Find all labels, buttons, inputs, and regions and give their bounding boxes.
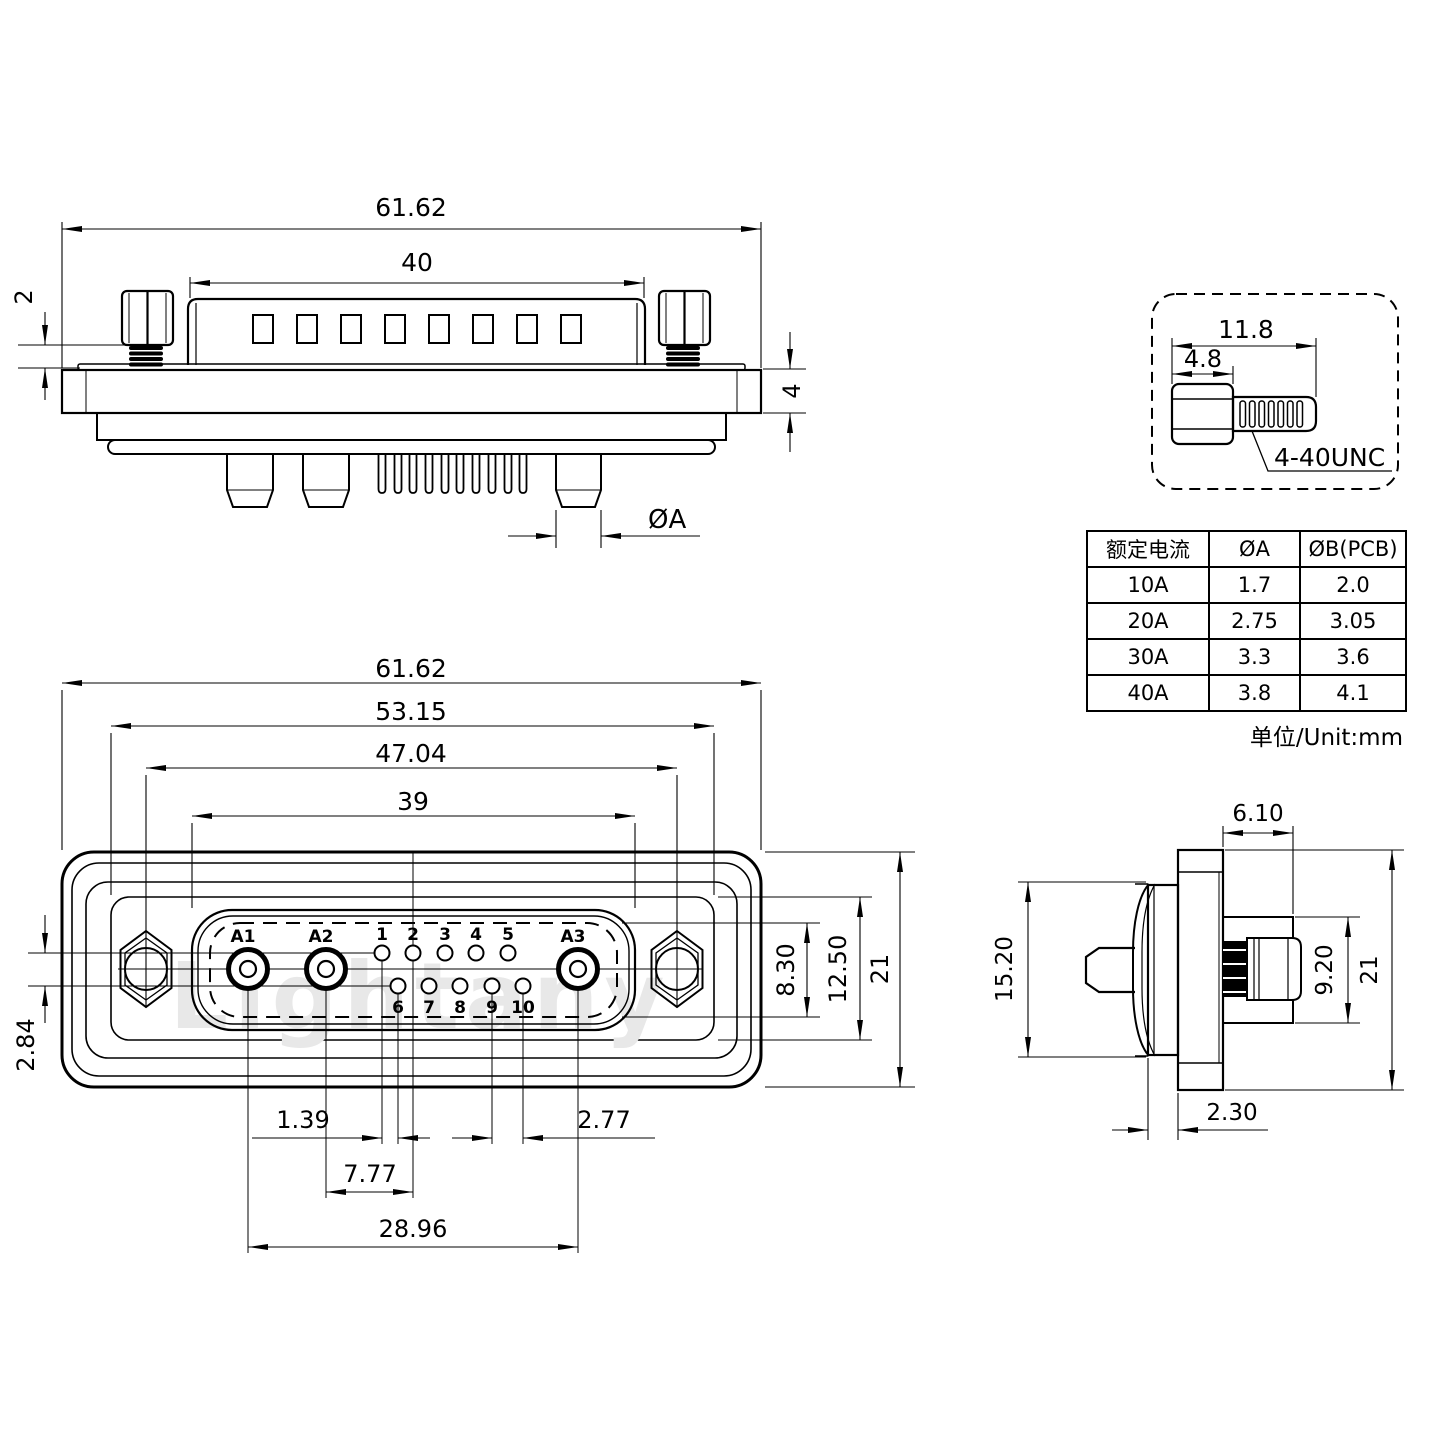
pin-7 <box>420 977 438 995</box>
screw-dim-total-label: 11.8 <box>1218 315 1274 344</box>
side-dim-block-label: 9.20 <box>1312 944 1338 995</box>
header-dia-a: ØA <box>1208 530 1301 568</box>
top-view-dim-overall <box>61 222 762 368</box>
pin-extension-lines <box>247 853 579 1253</box>
pin-label-4: 4 <box>470 925 482 945</box>
pin-8 <box>451 977 469 995</box>
pin-9 <box>483 977 501 995</box>
pin-label-1: 1 <box>376 925 388 945</box>
unit-note: 单位/Unit:mm <box>1249 725 1403 751</box>
front-dim-panelh-label: 12.50 <box>824 935 852 1004</box>
right-jackscrew <box>657 289 712 367</box>
front-dim-overall-label: 61.62 <box>375 654 447 683</box>
top-view-drawing: 61.62 40 2 4 <box>10 193 806 548</box>
header-dia-b: ØB(PCB) <box>1299 530 1407 568</box>
side-view-body <box>1084 848 1302 1092</box>
pin-5 <box>499 944 517 962</box>
current-rating-table: 额定电流 ØA ØB(PCB) 10A 1.7 2.0 20A 2.75 3.0… <box>1086 530 1407 712</box>
side-dim-lip-label: 2.30 <box>1206 1100 1257 1126</box>
top-view-dim-screw-gap <box>18 312 128 400</box>
side-dim-standoff <box>1222 826 1294 914</box>
front-dim-a1a3-label: 28.96 <box>379 1215 448 1243</box>
pin-label-5: 5 <box>502 925 514 945</box>
side-dim-standoff-label: 6.10 <box>1232 801 1283 827</box>
pin-4 <box>467 944 485 962</box>
front-view-right-dims <box>622 851 915 1088</box>
pin-2 <box>404 944 422 962</box>
side-dim-flange-label: 21 <box>1357 955 1383 984</box>
front-dim-rowoffset-label: 2.84 <box>12 1018 40 1071</box>
front-dim-mount-label: 47.04 <box>375 739 447 768</box>
pin-3 <box>436 944 454 962</box>
pin-label-3: 3 <box>439 925 451 945</box>
front-dim-insert-label: 8.30 <box>772 943 800 996</box>
pin-label-10: 10 <box>511 998 535 1018</box>
screw-detail-dims <box>1171 338 1317 397</box>
pin-label-A2: A2 <box>309 927 334 947</box>
thread-spec-leader <box>1251 430 1392 472</box>
front-view-bottom-dims <box>248 1135 655 1250</box>
top-view-dim-pin-dia <box>508 510 700 548</box>
pin-1 <box>373 944 391 962</box>
pin-10 <box>514 977 532 995</box>
front-dim-a2pin2-label: 7.77 <box>343 1160 396 1188</box>
top-dim-pin-dia-label: ØA <box>648 505 686 535</box>
detail-dashed-border <box>1151 293 1399 490</box>
front-view-drawing: 61.62 53.15 47.04 39 Lightany <box>12 654 915 1253</box>
pin-labels: A1 A2 A3 1 2 3 4 5 6 7 8 9 10 <box>231 925 586 1018</box>
pin-label-6: 6 <box>392 998 404 1018</box>
front-pins <box>226 944 600 995</box>
front-dim-pitch-label: 2.77 <box>577 1106 630 1134</box>
table-header-row: 额定电流 ØA ØB(PCB) <box>1086 530 1407 568</box>
table-row: 40A 3.8 4.1 <box>1086 674 1407 712</box>
side-dim-flange <box>1225 849 1404 1091</box>
pins-top-view <box>226 455 602 508</box>
pin-label-7: 7 <box>423 998 435 1018</box>
side-dim-shell <box>1018 881 1146 1058</box>
pin-label-A1: A1 <box>231 927 256 947</box>
front-dim-flangeh-label: 21 <box>866 954 894 985</box>
top-dim-screw-gap-label: 2 <box>10 289 38 304</box>
screw-detail: 11.8 4.8 4-40UNC <box>1151 293 1399 490</box>
thread-spec-label: 4-40UNC <box>1274 443 1385 472</box>
pin-label-9: 9 <box>486 998 498 1018</box>
flange-top <box>60 363 763 455</box>
left-jackscrew <box>120 289 175 367</box>
header-rated-current: 额定电流 <box>1086 530 1210 568</box>
screw-dim-head-label: 4.8 <box>1184 345 1222 373</box>
side-view-drawing: 6.10 <box>992 801 1404 1140</box>
side-dim-block <box>1295 916 1360 1024</box>
top-dim-flange-thk-label: 4 <box>778 383 806 398</box>
top-dim-overall-label: 61.62 <box>375 193 447 222</box>
pin-label-8: 8 <box>454 998 466 1018</box>
table-row: 20A 2.75 3.05 <box>1086 602 1407 640</box>
top-view-dim-body <box>189 277 645 298</box>
side-dim-lip <box>1112 1058 1268 1140</box>
pin-6 <box>389 977 407 995</box>
front-dim-shroud-label: 39 <box>397 787 429 816</box>
connector-body-top <box>186 297 647 365</box>
pin-label-A3: A3 <box>561 927 586 947</box>
table-row: 10A 1.7 2.0 <box>1086 566 1407 604</box>
table-row: 30A 3.3 3.6 <box>1086 638 1407 676</box>
pin-label-2: 2 <box>407 925 419 945</box>
front-dim-panel-label: 53.15 <box>375 697 447 726</box>
front-dim-rowgap-label: 1.39 <box>276 1106 329 1134</box>
screw-detail-body <box>1170 382 1318 446</box>
side-dim-shell-label: 15.20 <box>992 936 1018 1002</box>
body-slots <box>252 314 582 344</box>
top-dim-body-label: 40 <box>401 248 433 277</box>
top-view-dim-flange-thk <box>763 332 806 452</box>
